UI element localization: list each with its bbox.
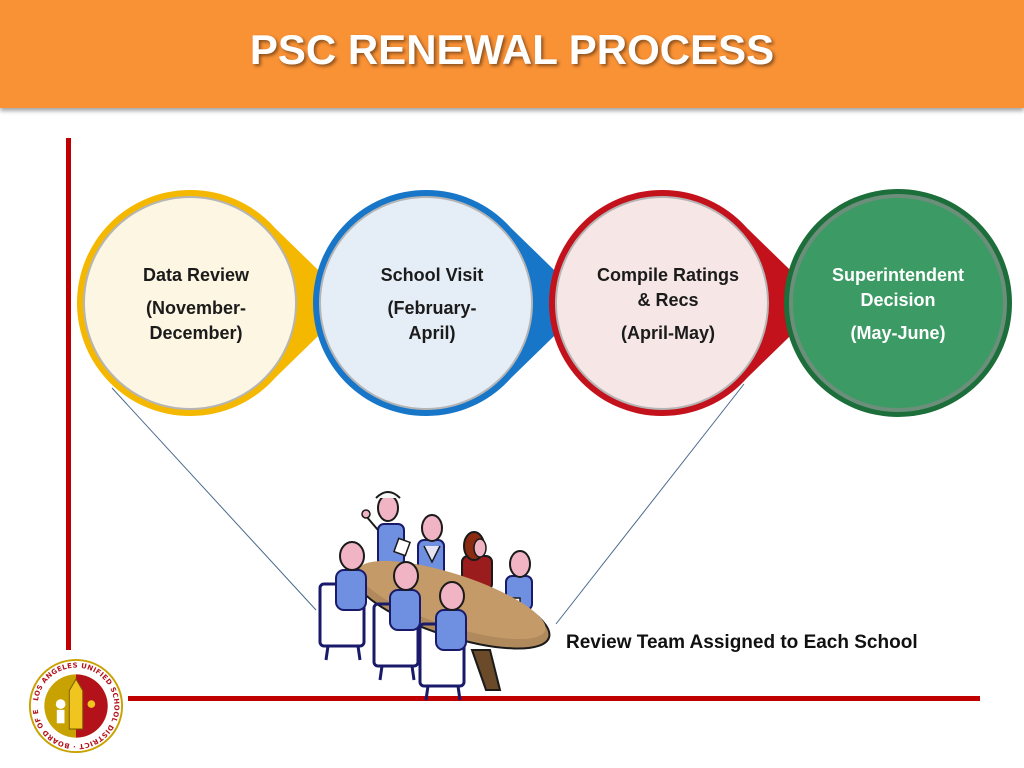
- horizontal-axis-line: [128, 696, 980, 701]
- stage-dates: (November-December): [145, 297, 247, 343]
- stage-shape-superintendent: [784, 189, 1012, 417]
- district-seal-icon: LOS ANGELES UNIFIED SCHOOL DISTRICT · BO…: [28, 658, 124, 754]
- stage-data-review: Data Review (November-December): [80, 188, 312, 420]
- illustration-caption: Review Team Assigned to Each School: [566, 632, 918, 653]
- stage-title: School Visit: [380, 264, 484, 285]
- stage-dates: (May-June): [850, 322, 946, 343]
- meeting-table-icon: [318, 491, 551, 701]
- stage-title: Data Review: [142, 264, 250, 285]
- vertical-axis-line: [66, 138, 71, 650]
- seated-person-icon: [417, 514, 445, 577]
- stage-superintendent: Superintendent Decision (May-June): [788, 188, 1020, 420]
- stage-dates: (February-April): [387, 297, 477, 343]
- page-title: PSC RENEWAL PROCESS: [249, 26, 775, 73]
- stage-dates: (April-May): [621, 322, 715, 343]
- seated-person-icon: [372, 561, 421, 681]
- stage-shape-data-review: [77, 189, 352, 417]
- standing-person-icon: [361, 491, 411, 567]
- stage-compile: Compile Ratings & Recs (April-May): [552, 188, 784, 420]
- seated-person-icon: [318, 541, 367, 661]
- connector-line-right: [555, 383, 745, 625]
- stage-school-visit: School Visit (February-April): [316, 188, 548, 420]
- stage-title: Compile Ratings & Recs: [596, 264, 739, 310]
- connector-line-left: [111, 387, 317, 611]
- stage-title: Superintendent Decision: [831, 264, 964, 310]
- stage-shape-compile: [549, 189, 824, 417]
- stage-shape-school-visit: [313, 189, 588, 417]
- title-banner: PSC RENEWAL PROCESS: [0, 0, 1024, 108]
- seated-person-icon: [418, 581, 467, 701]
